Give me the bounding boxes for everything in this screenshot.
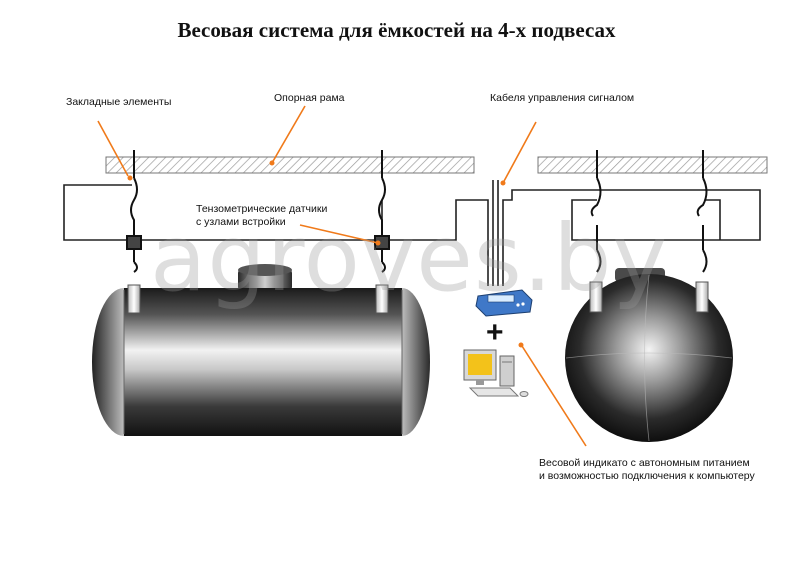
hanger-right-1 (589, 150, 603, 313)
label-support-frame: Опорная рама (274, 92, 345, 104)
label-load-cells-line1: Тензометрические датчики (196, 203, 328, 215)
lug-left-1 (127, 284, 141, 314)
computer-icon (463, 349, 529, 397)
cylindrical-tank (92, 264, 430, 436)
hanger-left-1 (126, 150, 142, 314)
support-frame (105, 156, 768, 174)
leader-lines (97, 105, 587, 447)
leader-sensors (299, 224, 379, 244)
leader-cables (502, 121, 537, 184)
leader-frame (271, 105, 306, 164)
cable-right-inner (705, 199, 721, 240)
spherical-tank (565, 268, 733, 442)
lug-left-2 (375, 284, 389, 314)
label-weight-indicator-line2: и возможностью подключения к компьютеру (539, 470, 755, 482)
sphere-meridian-h (565, 352, 733, 359)
leader-indicator (521, 345, 587, 447)
hanger-left-2 (374, 150, 390, 314)
weight-indicator-icon (475, 289, 533, 317)
sphere-body (565, 274, 733, 442)
cable-left-loop (63, 184, 489, 286)
lug-right-1 (589, 281, 603, 313)
cable-right-loop (502, 189, 761, 286)
label-embedded-elements: Закладные элементы (66, 96, 172, 108)
frame-beam-left (105, 156, 475, 174)
load-cell-left-1 (126, 235, 142, 250)
tank-body (124, 288, 402, 436)
frame-beam-right (537, 156, 768, 174)
hanger-right-2 (695, 150, 709, 313)
label-signal-cables: Кабеля управления сигналом (490, 92, 635, 104)
label-load-cells-line2: с узлами встройки (196, 216, 286, 228)
label-weight-indicator: Весовой индикато с автономным питанием и… (539, 457, 755, 483)
tank-neck-top (238, 264, 292, 276)
lug-right-2 (695, 281, 709, 313)
label-weight-indicator-line1: Весовой индикато с автономным питанием (539, 457, 750, 469)
sphere-meridian-v (644, 274, 650, 442)
diagram-title: Весовая система для ёмкостей на 4-х подв… (177, 18, 616, 42)
leader-embedded (97, 120, 129, 177)
plus-sign: + (486, 316, 504, 349)
label-load-cells: Тензометрические датчики с узлами встрой… (196, 203, 327, 229)
